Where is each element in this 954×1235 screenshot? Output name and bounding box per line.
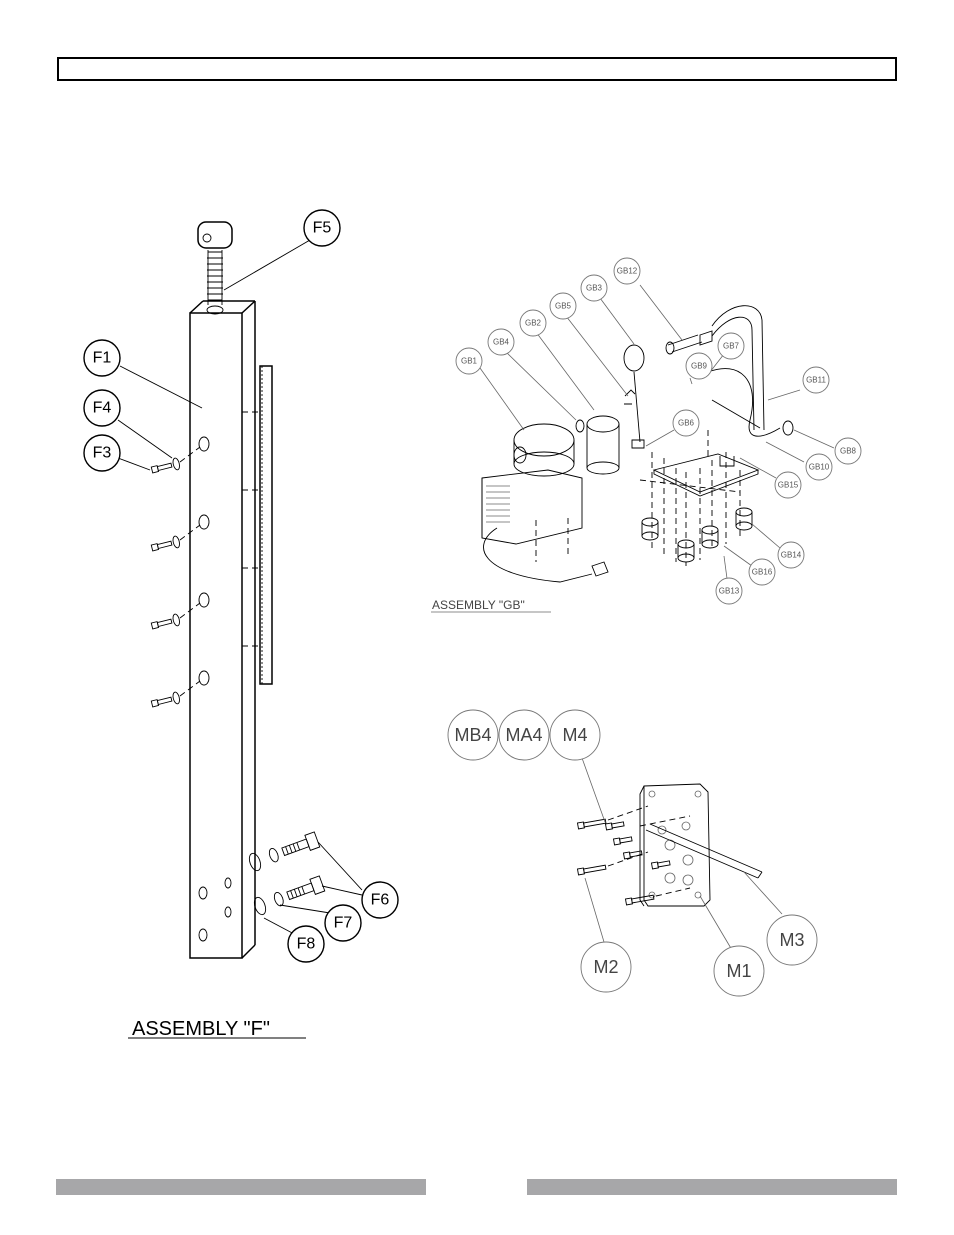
callout-gb14-label: GB14 bbox=[781, 551, 802, 560]
callout-m1-label: M1 bbox=[726, 961, 751, 981]
tube-holes bbox=[199, 437, 231, 941]
callout-m2-label: M2 bbox=[593, 957, 618, 977]
callout-gb5-label: GB5 bbox=[555, 302, 572, 311]
callout-gb6-label: GB6 bbox=[678, 419, 695, 428]
power-cord bbox=[484, 528, 592, 582]
callout-gb10-label: GB10 bbox=[809, 463, 830, 472]
callout-gb3-label: GB3 bbox=[586, 284, 603, 293]
f-callouts: F5 F1 F4 F3 F6 F7 F8 bbox=[84, 210, 398, 962]
footer-bar-left bbox=[56, 1179, 426, 1195]
callout-mb4-label: MB4 bbox=[454, 725, 491, 745]
callout-m4-label: M4 bbox=[562, 725, 587, 745]
callout-gb2-label: GB2 bbox=[525, 319, 542, 328]
callout-ma4-label: MA4 bbox=[505, 725, 542, 745]
callout-gb12-label: GB12 bbox=[617, 267, 638, 276]
f-leaders bbox=[118, 240, 362, 935]
footer-bar-right bbox=[527, 1179, 897, 1195]
assembly-gb-drawing: GB1 GB4 GB2 GB5 GB3 GB12 GB7 GB9 GB11 GB… bbox=[431, 258, 861, 612]
callout-f4-label: F4 bbox=[93, 400, 112, 417]
callout-gb4-label: GB4 bbox=[493, 338, 510, 347]
callout-gb9-label: GB9 bbox=[691, 362, 708, 371]
callout-gb11-label: GB11 bbox=[806, 376, 826, 385]
callout-f8-label: F8 bbox=[297, 936, 316, 953]
callout-gb7-label: GB7 bbox=[723, 342, 740, 351]
callout-f5-label: F5 bbox=[313, 220, 332, 237]
rack bbox=[242, 366, 272, 684]
callout-gb8-label: GB8 bbox=[840, 447, 857, 456]
assembly-f-drawing: F5 F1 F4 F3 F6 F7 F8 ASSEMBLY "F" bbox=[84, 210, 398, 1040]
assembly-gb-caption: ASSEMBLY "GB" bbox=[432, 598, 525, 612]
callout-f6-label: F6 bbox=[371, 892, 390, 909]
gb-callouts: GB1 GB4 GB2 GB5 GB3 GB12 GB7 GB9 GB11 GB… bbox=[456, 258, 861, 604]
callout-m3-label: M3 bbox=[779, 930, 804, 950]
pin-f5 bbox=[198, 222, 232, 314]
callout-gb16-label: GB16 bbox=[752, 568, 773, 577]
assembly-m-drawing: MB4 MA4 M4 M2 M1 M3 bbox=[448, 710, 817, 996]
callout-gb1-label: GB1 bbox=[461, 357, 478, 366]
compressor-motor bbox=[482, 345, 644, 544]
callout-f3-label: F3 bbox=[93, 445, 112, 462]
bolts-f3 bbox=[151, 447, 200, 710]
callout-f1-label: F1 bbox=[93, 350, 112, 367]
m-callouts: MB4 MA4 M4 M2 M1 M3 bbox=[448, 710, 817, 996]
m-leaders bbox=[582, 758, 782, 950]
assembly-f-caption: ASSEMBLY "F" bbox=[132, 1018, 270, 1040]
bolts-f6 bbox=[247, 831, 325, 916]
callout-f7-label: F7 bbox=[334, 915, 353, 932]
m-bolts bbox=[577, 806, 690, 905]
callout-gb15-label: GB15 bbox=[778, 481, 799, 490]
tube-f1 bbox=[190, 313, 242, 958]
callout-gb13-label: GB13 bbox=[719, 587, 740, 596]
rod-m3 bbox=[646, 824, 762, 878]
